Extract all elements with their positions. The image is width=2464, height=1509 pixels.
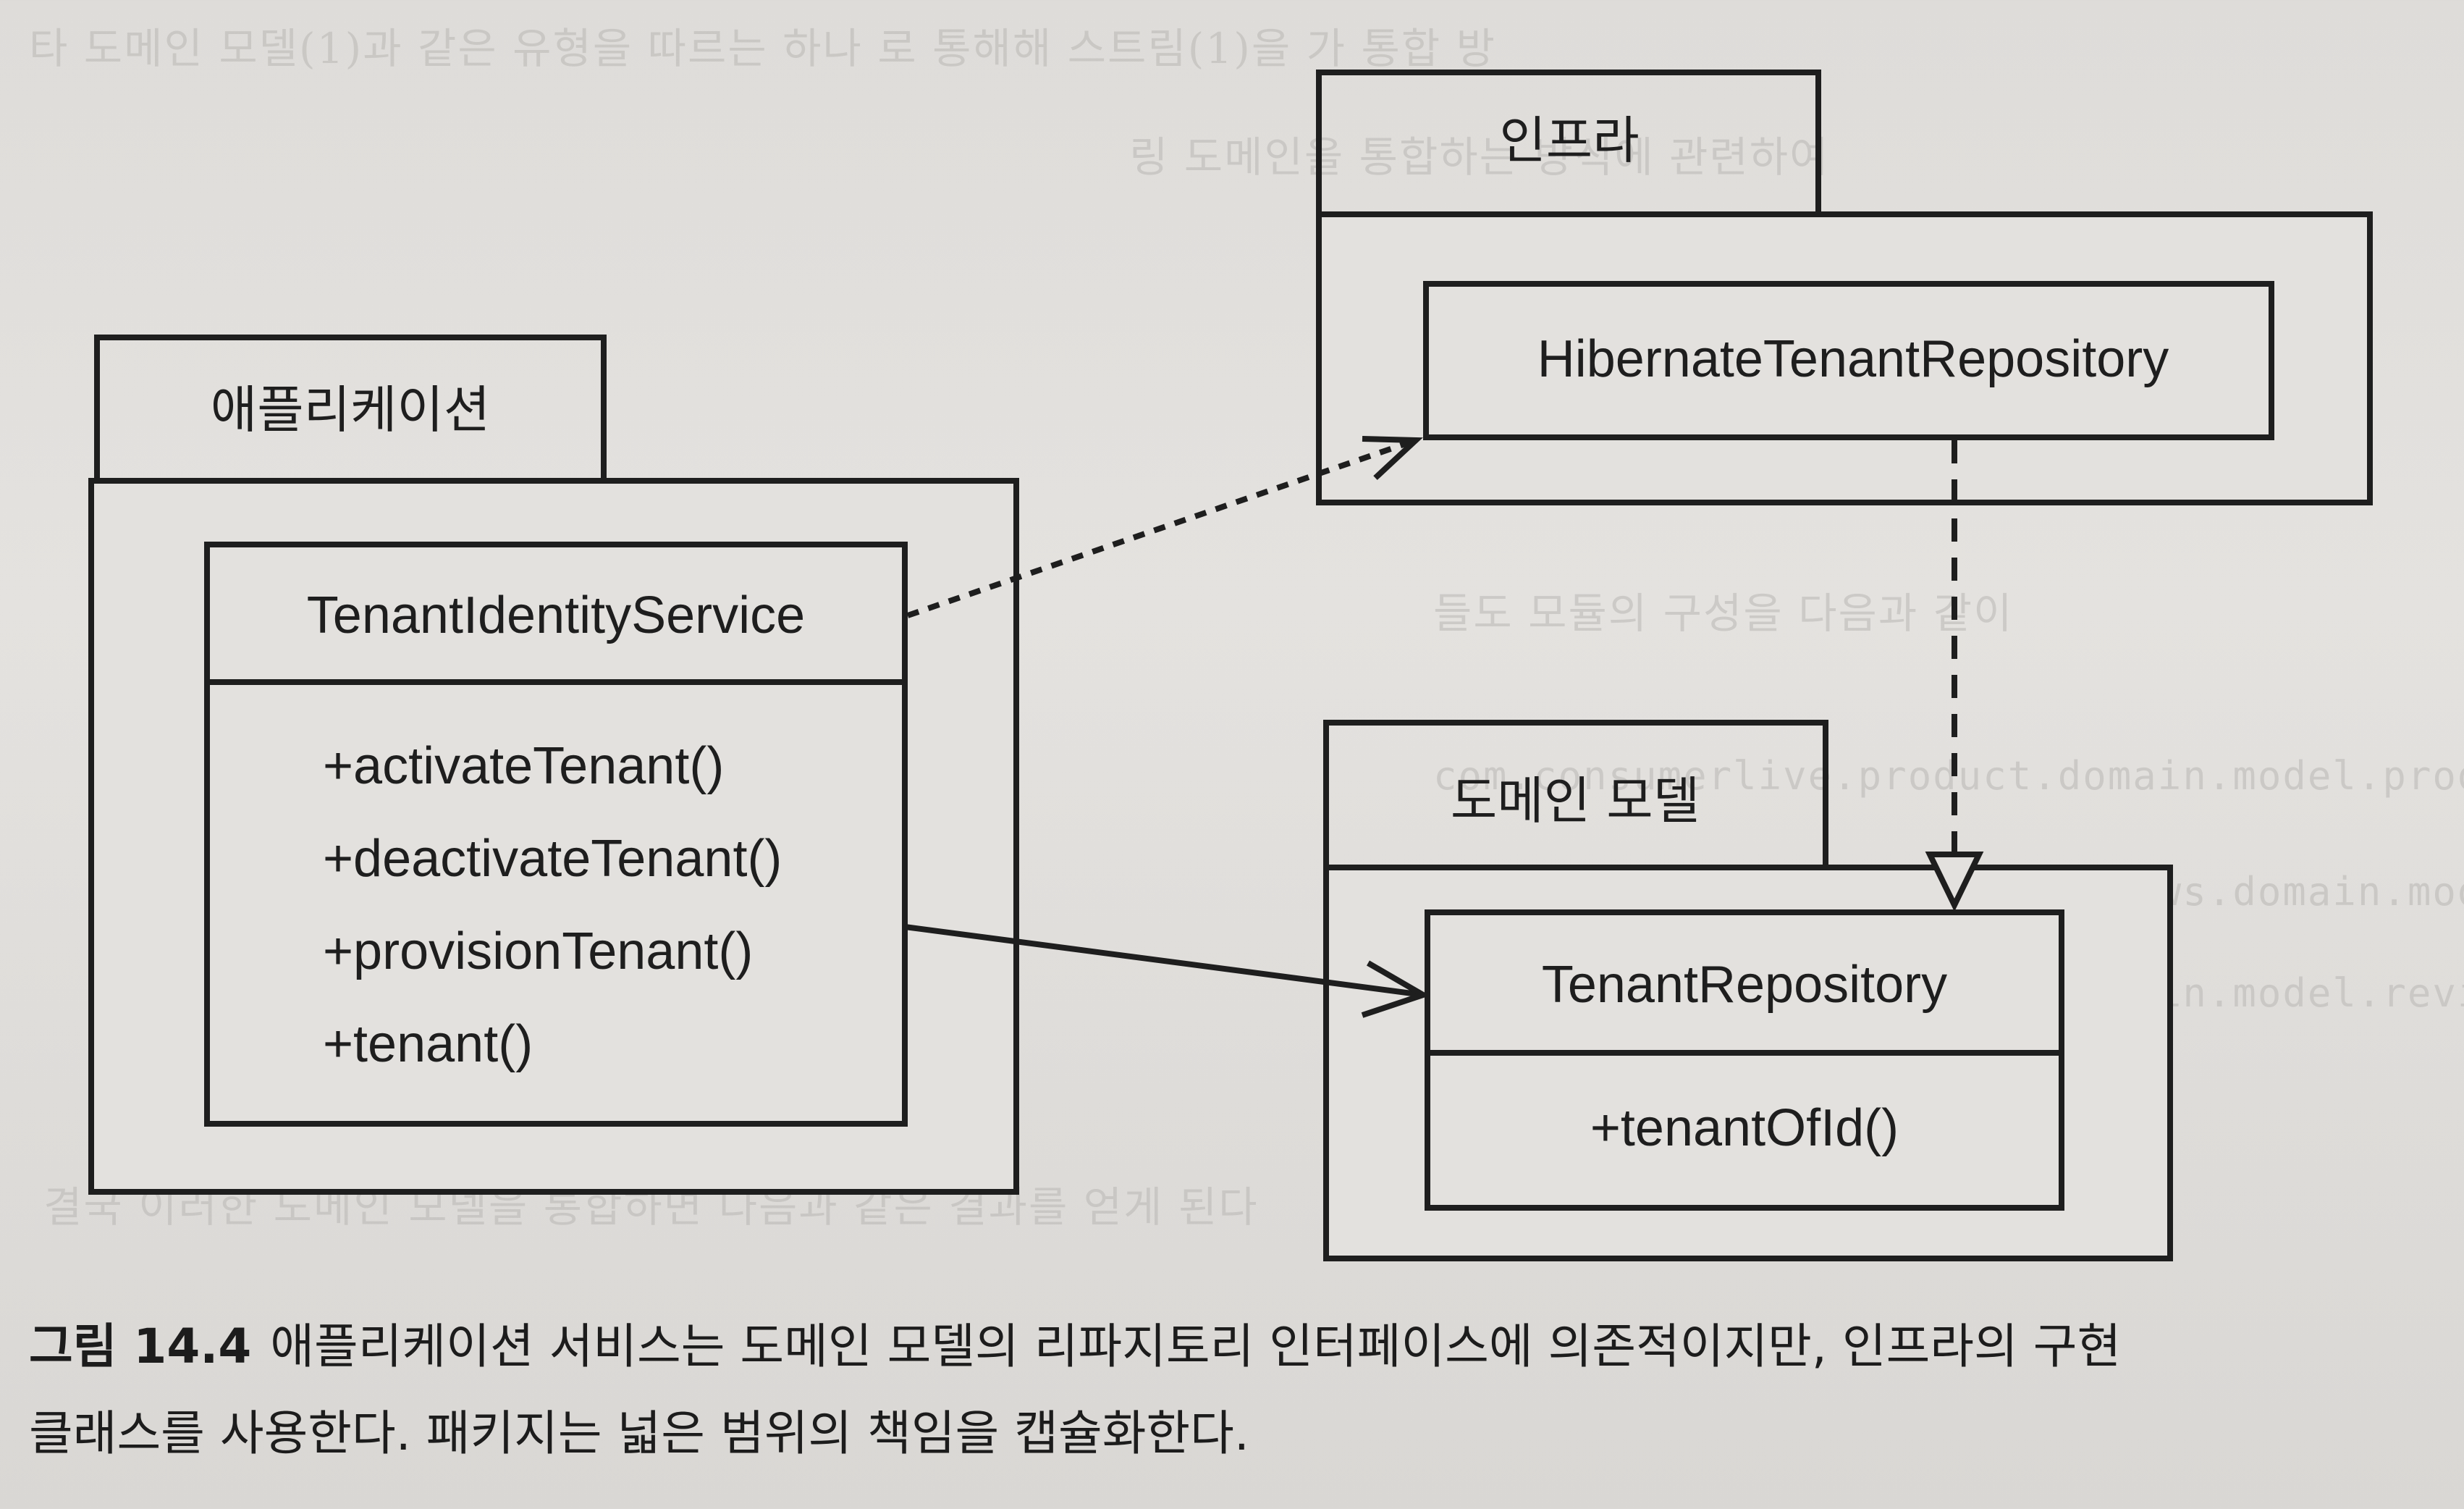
class-hibernate-tenant-repository-name: HibernateTenantRepository — [1537, 330, 2169, 388]
caption-line-2: 클래스를 사용한다. 패키지는 넓은 범위의 책임을 캡슐화한다. — [29, 1390, 2439, 1477]
realization-arrow-hibernate-to-repository — [1925, 440, 1984, 912]
package-domain-model-label: 도메인 모델 — [1451, 771, 1700, 831]
method-deactivate-tenant: +deactivateTenant() — [323, 830, 782, 888]
caption-text-2: 클래스를 사용한다. 패키지는 넓은 범위의 책임을 캡슐화한다. — [29, 1405, 1249, 1461]
caption-text-1: 애플리케이션 서비스는 도메인 모델의 리파지토리 인터페이스에 의존적이지만,… — [270, 1319, 2122, 1374]
class-tenant-repository — [1425, 909, 2064, 1211]
dependency-arrow-service-to-hibernate — [906, 436, 1423, 618]
package-application-label: 애플리케이션 — [211, 380, 490, 440]
caption-line-1: 그림 14.4 애플리케이션 서비스는 도메인 모델의 리파지토리 인터페이스에 … — [29, 1303, 2439, 1390]
class-tenant-repository-name: TenantRepository — [1542, 956, 1947, 1014]
package-infra-label: 인프라 — [1499, 111, 1639, 170]
class-tenant-identity-service-name: TenantIdentityService — [307, 587, 805, 644]
method-tenant: +tenant() — [323, 1015, 533, 1073]
figure-label: 그림 14.4 — [29, 1319, 252, 1374]
method-activate-tenant: +activateTenant() — [323, 737, 724, 795]
method-tenant-of-id: +tenantOfId() — [1590, 1099, 1899, 1157]
method-provision-tenant: +provisionTenant() — [323, 922, 753, 980]
association-arrow-service-to-repository — [904, 924, 1430, 1018]
class-hibernate-tenant-repository — [1423, 281, 2274, 440]
class-tenant-identity-service — [204, 542, 908, 1127]
figure-caption: 그림 14.4 애플리케이션 서비스는 도메인 모델의 리파지토리 인터페이스에 … — [29, 1303, 2439, 1477]
